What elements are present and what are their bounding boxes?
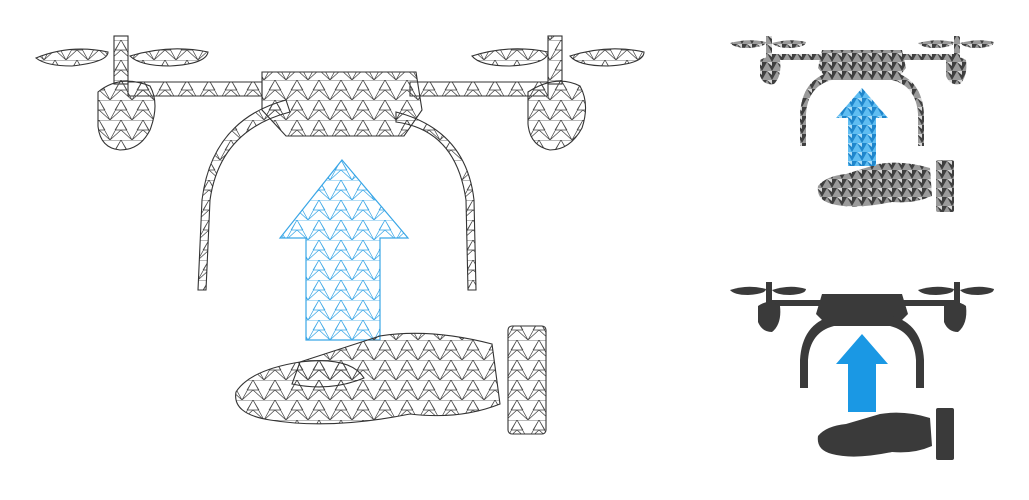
- drone-release-flat-icon: [722, 270, 1002, 470]
- drone-release-mosaic-icon: [722, 26, 1002, 226]
- hand-mesh: [235, 325, 547, 435]
- upload-arrow-mesh: [278, 159, 410, 341]
- drone-body-mesh: [34, 35, 645, 291]
- drone-release-mesh-icon: [34, 35, 645, 435]
